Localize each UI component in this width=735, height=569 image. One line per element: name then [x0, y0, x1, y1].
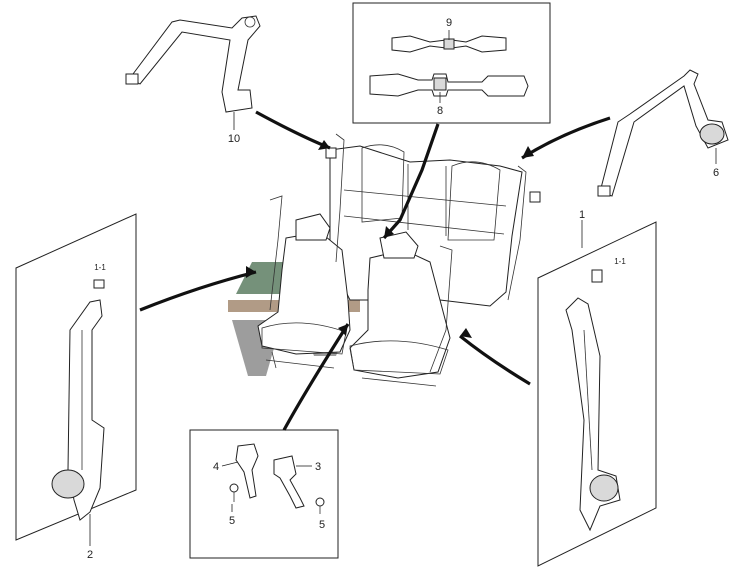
arrow-part6-to-seat [521, 116, 611, 160]
callout-8: 8 [437, 105, 443, 117]
callout-9: 9 [446, 17, 452, 29]
part-2-panel: 1-1 2 [15, 213, 137, 561]
callout-2: 2 [87, 549, 93, 561]
arrow-bottom-box-to-seat [282, 323, 350, 431]
callout-5-left: 5 [229, 515, 235, 527]
part-1-panel: 1-1 1 [537, 209, 657, 567]
callout-1-1-left: 1-1 [94, 263, 106, 272]
arrow-part10-to-seat [255, 110, 331, 150]
part-9-center-belt [391, 30, 507, 53]
buckle-inset-box: 9 8 [352, 2, 551, 124]
part-8-buckle-belt [369, 73, 529, 103]
arrow-right-panel-to-seat [459, 334, 531, 386]
callout-5-right: 5 [319, 519, 325, 531]
callout-10: 10 [228, 133, 240, 145]
connection-arrows [139, 110, 611, 431]
buckle-detail-box: 4 3 5 5 [189, 429, 339, 559]
vehicle-seats [257, 133, 541, 387]
callout-4: 4 [213, 461, 219, 473]
arrow-inset-to-seat [382, 123, 440, 240]
callout-3: 3 [315, 461, 321, 473]
arrow-left-panel-to-seat [139, 270, 257, 312]
callout-1-1-right: 1-1 [614, 257, 626, 266]
callout-6: 6 [713, 167, 719, 179]
part-10-rear-retractor: 10 [125, 15, 261, 145]
callout-1: 1 [579, 209, 585, 221]
part-6-rear-retractor: 6 [597, 69, 729, 197]
